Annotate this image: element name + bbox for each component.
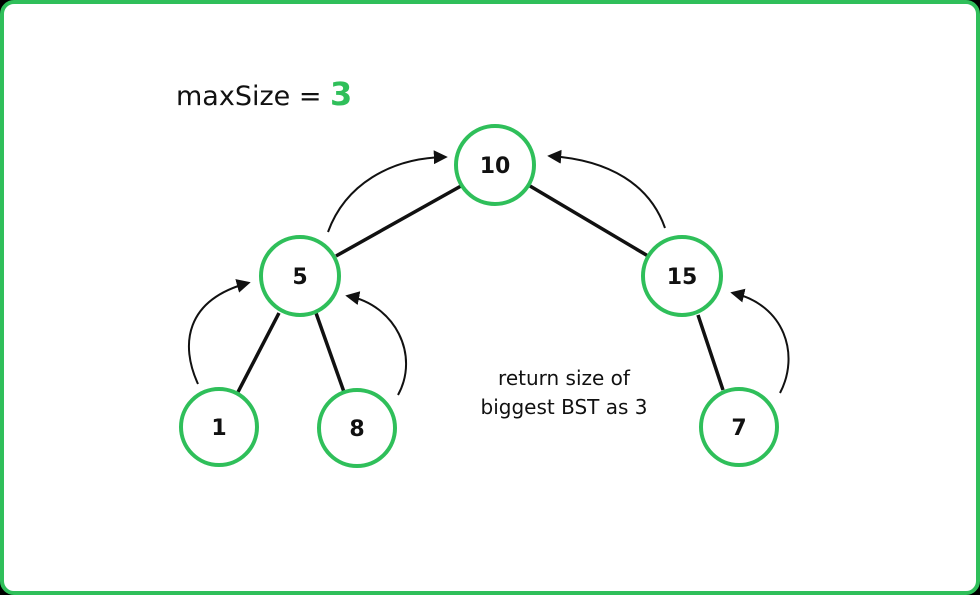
max-size-label: maxSize =: [176, 81, 331, 112]
edge-10-5: [335, 184, 462, 258]
return-arrows: [187, 149, 790, 396]
node-circle: [317, 388, 397, 468]
edge-5-8: [314, 312, 346, 393]
tree-node-10: 10: [454, 124, 536, 206]
edge-10-15: [529, 184, 649, 258]
arrow-7-to-15: [730, 288, 790, 394]
node-label: 8: [349, 417, 364, 442]
tree-node-15: 15: [641, 235, 723, 317]
node-circle: [641, 235, 723, 317]
max-size-heading: maxSize = 3: [176, 74, 352, 117]
node-circle: [699, 387, 779, 467]
node-label: 1: [211, 416, 226, 441]
result-note-line-2: biggest BST as 3: [480, 395, 648, 419]
result-note-line-1: return size of: [498, 366, 630, 390]
tree-node-1: 1: [179, 387, 259, 467]
node-label: 5: [292, 265, 307, 290]
tree-edges: [236, 184, 725, 393]
tree-node-7: 7: [699, 387, 779, 467]
arrow-15-to-10: [547, 149, 666, 229]
tree-node-5: 5: [259, 235, 341, 317]
tree-node-8: 8: [317, 388, 397, 468]
tree-diagram: 10 5 15 1 8 7: [179, 124, 790, 468]
arrow-8-to-5: [345, 291, 408, 396]
node-circle: [259, 235, 341, 317]
edge-5-1: [236, 312, 281, 393]
max-size-value: 3: [330, 75, 353, 113]
arrow-5-to-10: [327, 150, 448, 233]
node-circle: [179, 387, 259, 467]
node-circle: [454, 124, 536, 206]
node-label: 7: [731, 416, 746, 441]
arrow-1-to-5: [187, 279, 251, 385]
edge-15-7: [696, 314, 725, 391]
node-label: 15: [667, 265, 698, 290]
node-label: 10: [480, 154, 511, 179]
result-note: return size of biggest BST as 3: [459, 364, 669, 422]
